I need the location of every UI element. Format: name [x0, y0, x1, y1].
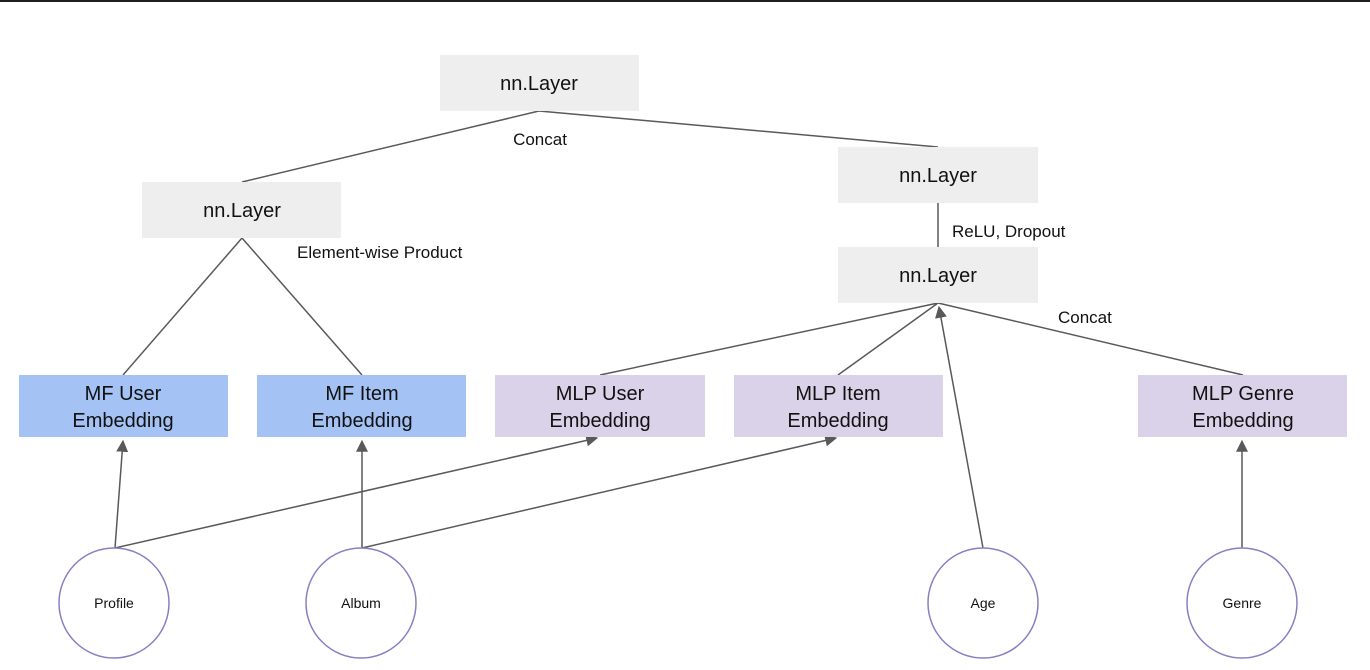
mlp-genre-embedding: MLP Genre Embedding [1138, 375, 1347, 437]
mf-user-embedding: MF User Embedding [19, 375, 228, 437]
input-age-circle [927, 547, 1039, 659]
layer-right-upper: nn.Layer [838, 147, 1038, 203]
mf-user-embedding-line2: Embedding [72, 410, 173, 432]
mf-item-embedding-box [257, 375, 466, 437]
mf-user-embedding-line1: MF User [85, 383, 162, 405]
mlp-genre-embedding-line2: Embedding [1192, 410, 1293, 432]
layer-left-label: nn.Layer [203, 200, 281, 222]
arrow-profile-to-mlp-user [114, 434, 599, 549]
input-profile-label: Profile [94, 595, 134, 611]
top-border [0, 0, 1370, 2]
input-album-circle [305, 547, 417, 659]
edge-left-layer-to-mf-item [241, 237, 363, 376]
arrow-age-to-concat [935, 305, 984, 549]
layer-right-lower-box [838, 247, 1038, 303]
edge-concat-to-mlp-user [599, 302, 939, 376]
mlp-item-embedding-line1: MLP Item [795, 383, 880, 405]
mlp-genre-embedding-box [1138, 375, 1347, 437]
input-genre: Genre [1186, 547, 1298, 659]
mf-item-embedding-line2: Embedding [311, 410, 412, 432]
layer-right-lower-label: nn.Layer [899, 265, 977, 287]
edge-left-layer-to-mf-user [122, 237, 243, 376]
layer-top: nn.Layer [440, 55, 639, 111]
mlp-user-embedding-line1: MLP User [556, 383, 645, 405]
layer-right-upper-label: nn.Layer [899, 165, 977, 187]
edge-top-to-right-layer [538, 110, 939, 148]
edge-top-to-left-layer [241, 110, 540, 183]
arrow-profile-to-mf-user [114, 439, 129, 549]
input-album-label: Album [341, 595, 381, 611]
input-genre-circle [1186, 547, 1298, 659]
layer-right-lower: nn.Layer [838, 247, 1038, 303]
mlp-item-embedding-line2: Embedding [787, 410, 888, 432]
layer-left: nn.Layer [142, 182, 341, 238]
input-age-label: Age [971, 595, 996, 611]
mf-item-embedding: MF Item Embedding [257, 375, 466, 437]
mlp-user-embedding: MLP User Embedding [495, 375, 705, 437]
mlp-item-embedding: MLP Item Embedding [734, 375, 943, 437]
edge-concat-to-mlp-item [837, 302, 939, 376]
layer-left-box [142, 182, 341, 238]
label-element-wise-product: Element-wise Product [297, 243, 463, 262]
input-album: Album [305, 547, 417, 659]
mlp-genre-embedding-line1: MLP Genre [1192, 383, 1294, 405]
mf-item-embedding-line1: MF Item [325, 383, 398, 405]
edges [122, 110, 1244, 376]
label-relu-dropout: ReLU, Dropout [952, 222, 1066, 241]
mlp-user-embedding-box [495, 375, 705, 437]
edge-concat-to-mlp-genre [937, 302, 1244, 376]
label-top-concat: Concat [513, 130, 567, 149]
arrows [114, 305, 1248, 549]
arrow-album-to-mlp-item [361, 434, 838, 549]
input-age: Age [927, 547, 1039, 659]
layer-top-box [440, 55, 639, 111]
input-profile: Profile [58, 547, 170, 659]
layer-right-upper-box [838, 147, 1038, 203]
layer-top-label: nn.Layer [500, 73, 578, 95]
mf-user-embedding-box [19, 375, 228, 437]
label-mlp-concat: Concat [1058, 308, 1112, 327]
input-genre-label: Genre [1223, 595, 1262, 611]
mlp-user-embedding-line2: Embedding [549, 410, 650, 432]
mlp-item-embedding-box [734, 375, 943, 437]
input-profile-circle [58, 547, 170, 659]
